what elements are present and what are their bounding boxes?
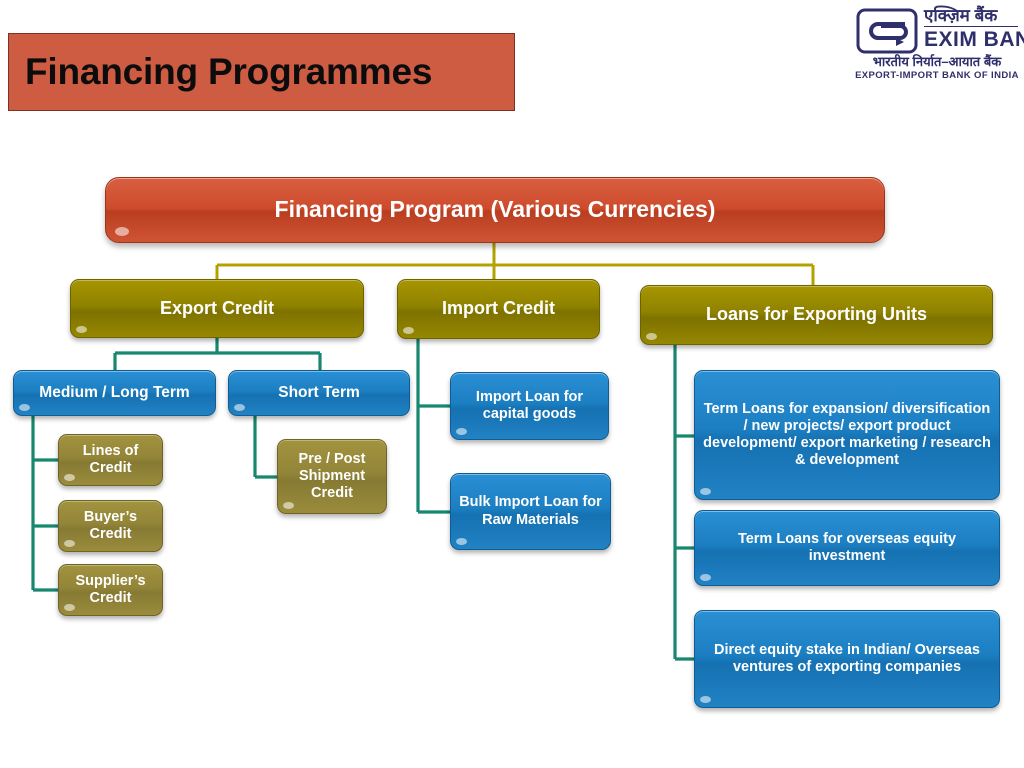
exim-bank-logo: एक्ज़िम बैंक EXIM BANK भारतीय निर्यात–आय…: [852, 4, 1024, 88]
node-import-credit[interactable]: Import Credit: [397, 279, 600, 339]
node-label: Short Term: [278, 383, 360, 401]
logo-english-tagline: EXPORT-IMPORT BANK OF INDIA: [855, 70, 1019, 81]
node-label: Loans for Exporting Units: [705, 304, 927, 325]
node-bulk-import-loan-raw-materials[interactable]: Bulk Import Loan for Raw Materials: [450, 473, 611, 550]
logo-english-name: EXIM BANK: [924, 28, 1024, 51]
page-title: Financing Programmes: [25, 51, 433, 92]
node-pre-post-shipment-credit[interactable]: Pre / Post Shipment Credit: [277, 439, 387, 514]
node-label: Medium / Long Term: [39, 383, 190, 401]
connector-export-credit: [113, 338, 322, 370]
node-label: Term Loans for expansion/ diversificatio…: [703, 400, 991, 469]
node-direct-equity-stake[interactable]: Direct equity stake in Indian/ Overseas …: [694, 610, 1000, 708]
node-label: Supplier’s Credit: [75, 572, 146, 606]
node-label: Bulk Import Loan for Raw Materials: [459, 494, 602, 528]
node-label: Import Credit: [441, 298, 555, 319]
node-label: Financing Program (Various Currencies): [274, 196, 716, 223]
node-label: Import Loan for capital goods: [475, 388, 584, 422]
slide-title-banner: Financing Programmes: [8, 33, 515, 111]
node-label: Pre / Post Shipment Credit: [298, 450, 366, 502]
node-medium-long-term[interactable]: Medium / Long Term: [13, 370, 216, 416]
node-label: Lines of Credit: [82, 442, 139, 476]
node-term-loans-expansion[interactable]: Term Loans for expansion/ diversificatio…: [694, 370, 1000, 500]
node-suppliers-credit[interactable]: Supplier’s Credit: [58, 564, 163, 616]
node-financing-program[interactable]: Financing Program (Various Currencies): [105, 177, 885, 243]
node-buyers-credit[interactable]: Buyer’s Credit: [58, 500, 163, 552]
connector-root-to-level2: [215, 243, 815, 285]
logo-hindi-name: एक्ज़िम बैंक: [924, 6, 998, 25]
connector-medium-long-term-children: [31, 416, 58, 592]
connector-short-term-children: [253, 416, 277, 479]
node-label: Direct equity stake in Indian/ Overseas …: [714, 641, 980, 675]
node-label: Export Credit: [159, 297, 274, 318]
node-lines-of-credit[interactable]: Lines of Credit: [58, 434, 163, 486]
connector-loans-exporting-units-children: [673, 345, 696, 661]
logo-hindi-tagline: भारतीय निर्यात–आयात बैंक: [872, 54, 1002, 69]
node-export-credit[interactable]: Export Credit: [70, 279, 364, 338]
node-label: Term Loans for overseas equity investmen…: [737, 530, 957, 564]
node-term-loans-overseas-equity[interactable]: Term Loans for overseas equity investmen…: [694, 510, 1000, 586]
logo-divider: [924, 26, 1018, 27]
node-import-loan-capital-goods[interactable]: Import Loan for capital goods: [450, 372, 609, 440]
connector-import-credit-children: [416, 339, 450, 514]
node-label: Buyer’s Credit: [83, 508, 138, 542]
node-short-term[interactable]: Short Term: [228, 370, 410, 416]
exim-e-logo-icon: [856, 8, 918, 54]
node-loans-for-exporting-units[interactable]: Loans for Exporting Units: [640, 285, 993, 345]
